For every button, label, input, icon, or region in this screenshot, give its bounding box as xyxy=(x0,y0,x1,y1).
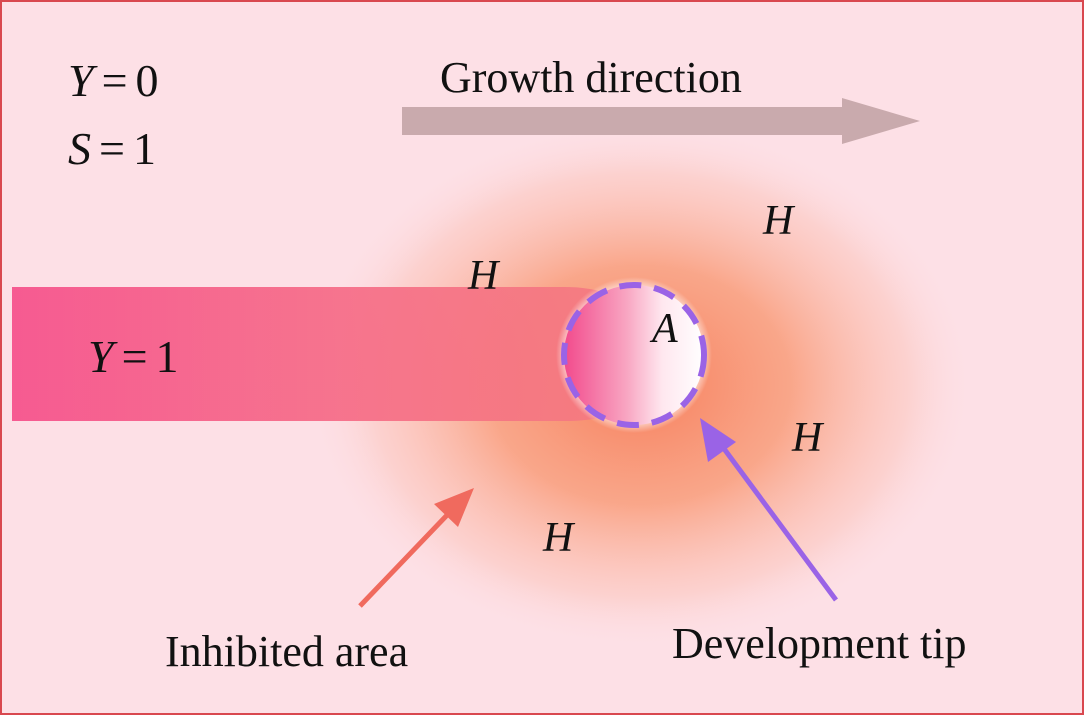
development-tip-arrow-head xyxy=(700,418,736,462)
growth-direction-arrow xyxy=(402,98,920,144)
inhibitor-label-top-right: H xyxy=(763,198,794,244)
equation-y-equals-0: Y=0 xyxy=(68,55,159,106)
inhibitor-label-bottom: H xyxy=(543,515,574,561)
stalk-body xyxy=(12,287,640,421)
equation-y-equals-1: Y=1 xyxy=(88,331,179,382)
inhibited-area-arrow-shaft xyxy=(358,510,452,608)
inhibited-area-label: Inhibited area xyxy=(165,627,409,676)
inhibitor-label-top-left: H xyxy=(468,253,499,299)
equation-s-equals-1: S=1 xyxy=(68,123,156,174)
inhibitor-label-right: H xyxy=(792,415,823,461)
development-tip-label: Development tip xyxy=(672,619,967,668)
activator-label: A xyxy=(652,306,678,352)
development-tip-fill xyxy=(564,285,704,425)
inhibited-area-arrow-head xyxy=(434,488,474,527)
development-tip-arrow-shaft xyxy=(719,444,839,602)
growth-direction-label: Growth direction xyxy=(440,53,742,102)
development-tip-outline xyxy=(561,282,707,428)
